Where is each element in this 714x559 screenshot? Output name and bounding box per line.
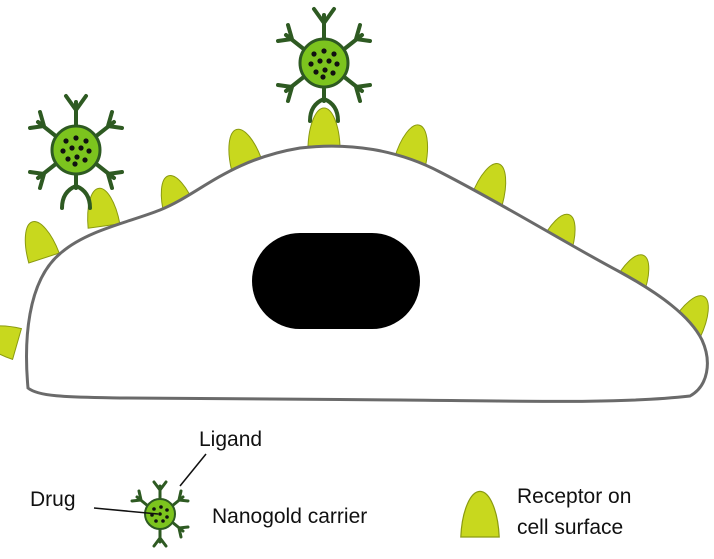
ligand-pointer <box>179 453 207 487</box>
nanogold-carrier-label: Nanogold carrier <box>212 505 367 528</box>
receptor-label-line2: cell surface <box>517 516 623 539</box>
cell-nucleus <box>252 233 420 329</box>
legend-carrier-icon <box>130 480 190 548</box>
nanogold-carrier-bound <box>28 94 124 210</box>
receptor <box>16 216 60 264</box>
drug-label: Drug <box>30 488 76 511</box>
receptor <box>0 317 22 360</box>
legend-pointers <box>93 453 207 515</box>
drug-pointer <box>93 507 159 515</box>
legend-receptor-icon <box>460 490 500 538</box>
nanogold-carrier-bound <box>276 7 372 123</box>
receptor-label-line1: Receptor on <box>517 485 631 508</box>
ligand-label: Ligand <box>199 428 262 451</box>
